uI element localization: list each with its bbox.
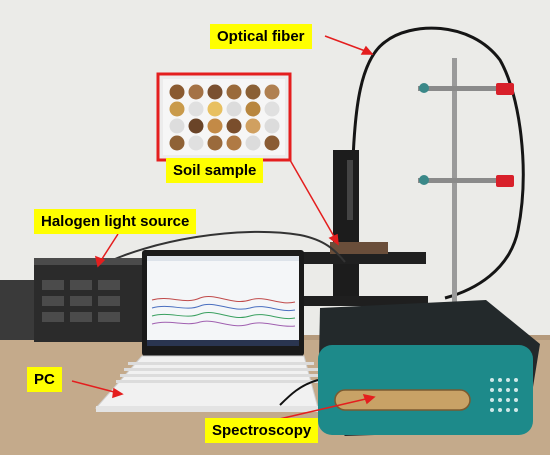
screen-spectral-plot: [151, 296, 296, 327]
label-optical-fiber: Optical fiber: [210, 24, 312, 49]
arrow-halogen-light: [99, 233, 119, 263]
arrow-optical-fiber: [324, 35, 369, 53]
annotation-arrows: [71, 35, 376, 421]
optical-fiber-cable: [351, 26, 525, 300]
left-device: [0, 280, 34, 340]
arrow-spectroscopy: [274, 397, 371, 421]
sample-stand-rail: [347, 160, 353, 220]
usb-cable: [279, 379, 319, 406]
arrow-pc: [71, 380, 119, 394]
red-clamp-lower: [496, 175, 514, 187]
lab-stand-clamp-upper: [418, 86, 510, 91]
label-pc: PC: [27, 367, 62, 392]
sample-platform: [300, 252, 426, 264]
label-soil-sample: Soil sample: [166, 158, 264, 183]
clamp-knob-upper: [419, 83, 429, 93]
stand-base: [300, 296, 428, 306]
sample-tray: [330, 242, 388, 254]
spectrometer-vents: [490, 378, 518, 412]
light-cable: [99, 230, 346, 267]
red-clamp-upper: [496, 83, 514, 95]
sample-stand-post: [333, 150, 359, 305]
lab-stand-clamp-lower: [418, 178, 510, 183]
screen-taskbar: [147, 340, 299, 346]
spectrometer-handle: [334, 389, 471, 411]
laptop-keys: [116, 362, 326, 383]
soil-sample-wells: [169, 84, 280, 151]
label-halogen-light-source: Halogen light source: [34, 209, 197, 234]
label-spectroscopy: Spectroscopy: [205, 418, 319, 443]
clamp-knob-lower: [419, 175, 429, 185]
arrow-soil-sample: [289, 159, 337, 241]
